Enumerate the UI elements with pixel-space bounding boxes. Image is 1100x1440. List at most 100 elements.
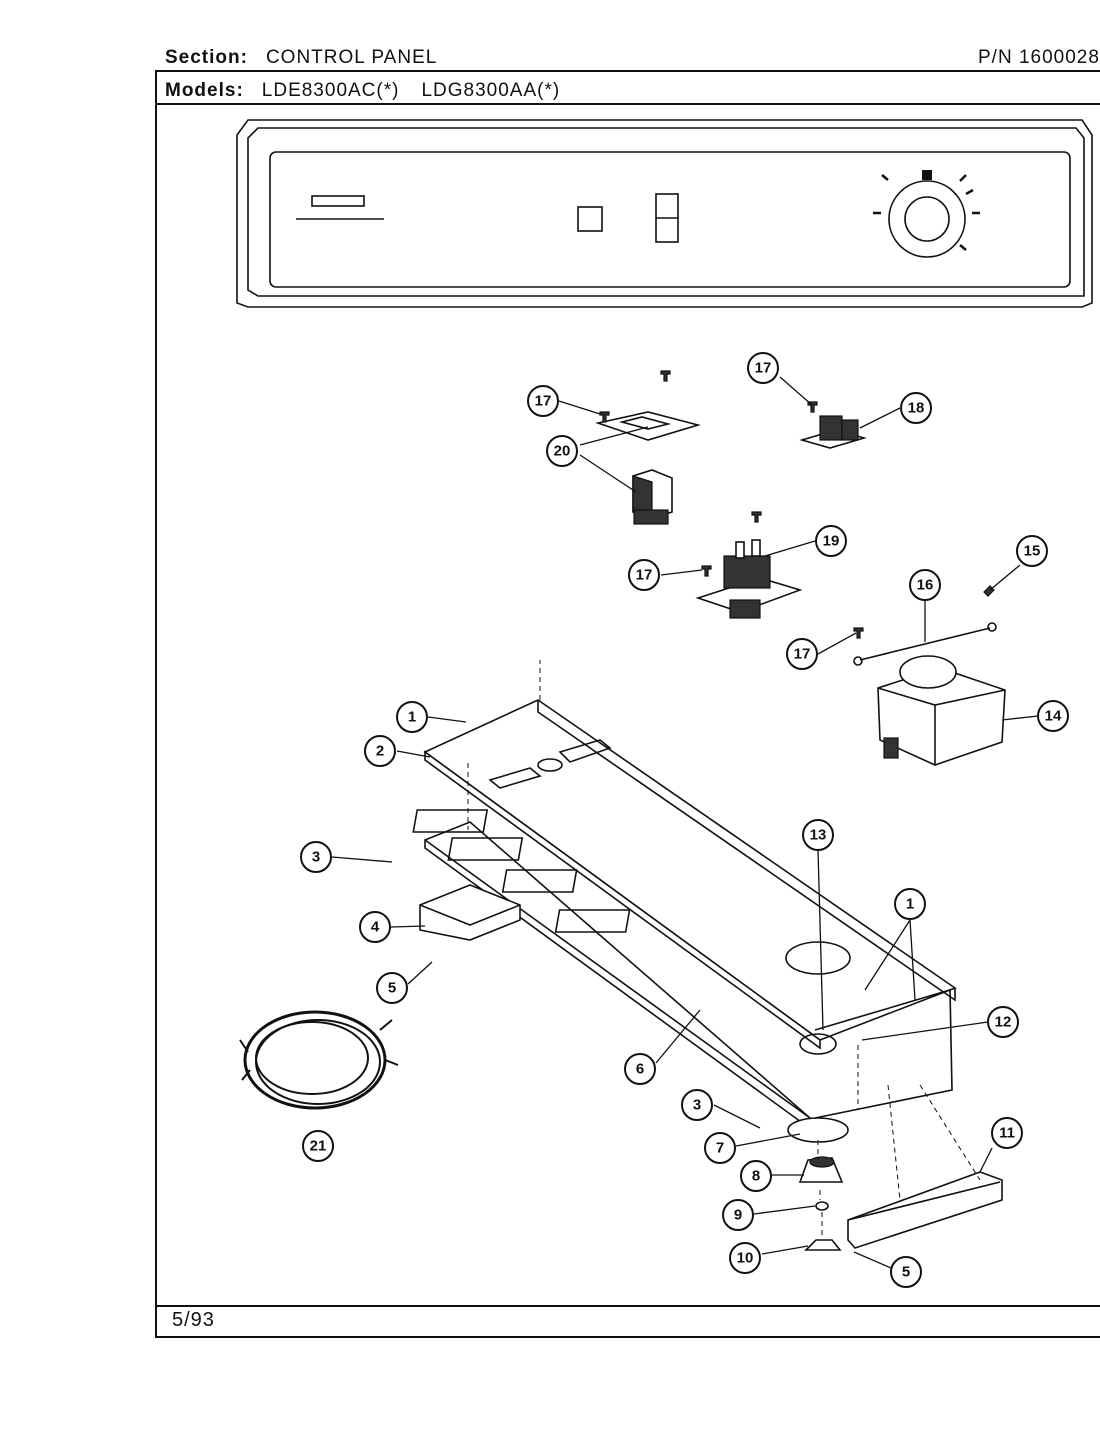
callout-1: 1 xyxy=(396,701,428,733)
callout-4: 4 xyxy=(359,911,391,943)
callout-circle xyxy=(359,911,391,943)
part-number: P/N 1600028 xyxy=(978,47,1100,69)
callout-circle xyxy=(729,1242,761,1274)
side-bracket xyxy=(419,884,521,941)
callout-8: 8 xyxy=(740,1160,772,1192)
callout-label: 11 xyxy=(999,1125,1015,1142)
callout-9: 9 xyxy=(722,1199,754,1231)
callout-label: 5 xyxy=(388,980,396,997)
callout-circle xyxy=(894,888,926,920)
callout-label: 21 xyxy=(310,1138,327,1155)
callout-10: 10 xyxy=(729,1242,761,1274)
footer-rule-bottom xyxy=(155,1336,1100,1338)
callout-circle xyxy=(1037,700,1069,732)
callout-3: 3 xyxy=(681,1089,713,1121)
callout-label: 18 xyxy=(908,400,925,417)
models-label: Models: xyxy=(165,80,244,101)
callout-group: 1717201819171516171412133415126213117891… xyxy=(300,352,1069,1288)
callout-14: 14 xyxy=(1037,700,1069,732)
callout-circle xyxy=(364,735,396,767)
pn-label: P/N xyxy=(978,47,1013,68)
buzzer xyxy=(799,415,867,449)
section-value: CONTROL PANEL xyxy=(265,47,438,68)
callout-label: 17 xyxy=(755,360,772,377)
callout-1: 1 xyxy=(894,888,926,920)
callout-circle xyxy=(991,1117,1023,1149)
start-button xyxy=(577,206,603,232)
callout-13: 13 xyxy=(802,819,834,851)
model-2: LDG8300AA(*) xyxy=(421,80,561,101)
callout-label: 3 xyxy=(312,849,320,866)
callout-circle xyxy=(527,385,559,417)
callout-12: 12 xyxy=(987,1006,1019,1038)
callout-21: 21 xyxy=(302,1130,334,1162)
assembly-lines xyxy=(467,660,981,1201)
callout-label: 13 xyxy=(810,827,827,844)
callout-circle xyxy=(376,972,408,1004)
callout-18: 18 xyxy=(900,392,932,424)
callout-circle xyxy=(1016,535,1048,567)
callout-17: 17 xyxy=(628,559,660,591)
callout-17: 17 xyxy=(747,352,779,384)
footer-rule-top xyxy=(155,1305,1100,1307)
dial-pointer xyxy=(922,170,932,180)
callout-label: 7 xyxy=(716,1140,724,1157)
callout-label: 17 xyxy=(794,646,811,663)
callout-20: 20 xyxy=(546,435,578,467)
callout-label: 5 xyxy=(902,1264,910,1281)
timer-motor xyxy=(853,622,1006,766)
callout-circle xyxy=(704,1132,736,1164)
callout-label: 2 xyxy=(376,743,384,760)
header-rule xyxy=(155,103,1100,105)
callout-label: 19 xyxy=(823,533,840,550)
models-heading: Models: LDE8300AC(*) LDG8300AA(*) xyxy=(165,80,560,102)
callout-circle xyxy=(987,1006,1019,1038)
callout-3: 3 xyxy=(300,841,332,873)
switch-bracket-assembly xyxy=(595,411,701,525)
callout-circle xyxy=(747,352,779,384)
callout-circle xyxy=(722,1199,754,1231)
pn-value: 1600028 xyxy=(1018,47,1100,68)
callout-circle xyxy=(546,435,578,467)
section-label: Section: xyxy=(165,47,248,68)
callout-label: 10 xyxy=(737,1250,754,1267)
callout-label: 3 xyxy=(693,1097,701,1114)
timer-dial xyxy=(888,180,966,258)
callout-5: 5 xyxy=(890,1256,922,1288)
callout-15: 15 xyxy=(1016,535,1048,567)
callout-circle xyxy=(740,1160,772,1192)
callout-circle xyxy=(815,525,847,557)
wire-harness xyxy=(239,1010,399,1110)
callout-11: 11 xyxy=(991,1117,1023,1149)
callout-circle xyxy=(396,701,428,733)
callout-circle xyxy=(302,1130,334,1162)
callout-label: 4 xyxy=(371,919,380,936)
console-base xyxy=(412,699,957,1132)
brand-logo xyxy=(311,195,365,207)
screws xyxy=(599,370,995,639)
right-bracket xyxy=(847,1171,1003,1249)
callout-circle xyxy=(900,392,932,424)
callout-label: 1 xyxy=(408,709,416,726)
callout-circle xyxy=(890,1256,922,1288)
section-heading: Section: CONTROL PANEL xyxy=(165,47,437,69)
callout-circle xyxy=(802,819,834,851)
callout-label: 9 xyxy=(734,1207,742,1224)
callout-label: 6 xyxy=(636,1061,644,1078)
callout-circle xyxy=(300,841,332,873)
timer-knob-parts xyxy=(787,1117,849,1251)
callout-circle xyxy=(786,638,818,670)
revision-date: 5/93 xyxy=(172,1309,215,1331)
callout-2: 2 xyxy=(364,735,396,767)
callout-label: 1 xyxy=(906,896,914,913)
diagram-frame xyxy=(155,70,1100,1336)
model-1: LDE8300AC(*) xyxy=(261,80,400,101)
callout-19: 19 xyxy=(815,525,847,557)
callout-17: 17 xyxy=(527,385,559,417)
leader-lines xyxy=(331,376,1039,1269)
callout-7: 7 xyxy=(704,1132,736,1164)
callout-label: 16 xyxy=(917,577,934,594)
callout-label: 17 xyxy=(535,393,552,410)
callout-label: 17 xyxy=(636,567,653,584)
callout-label: 15 xyxy=(1024,543,1041,560)
